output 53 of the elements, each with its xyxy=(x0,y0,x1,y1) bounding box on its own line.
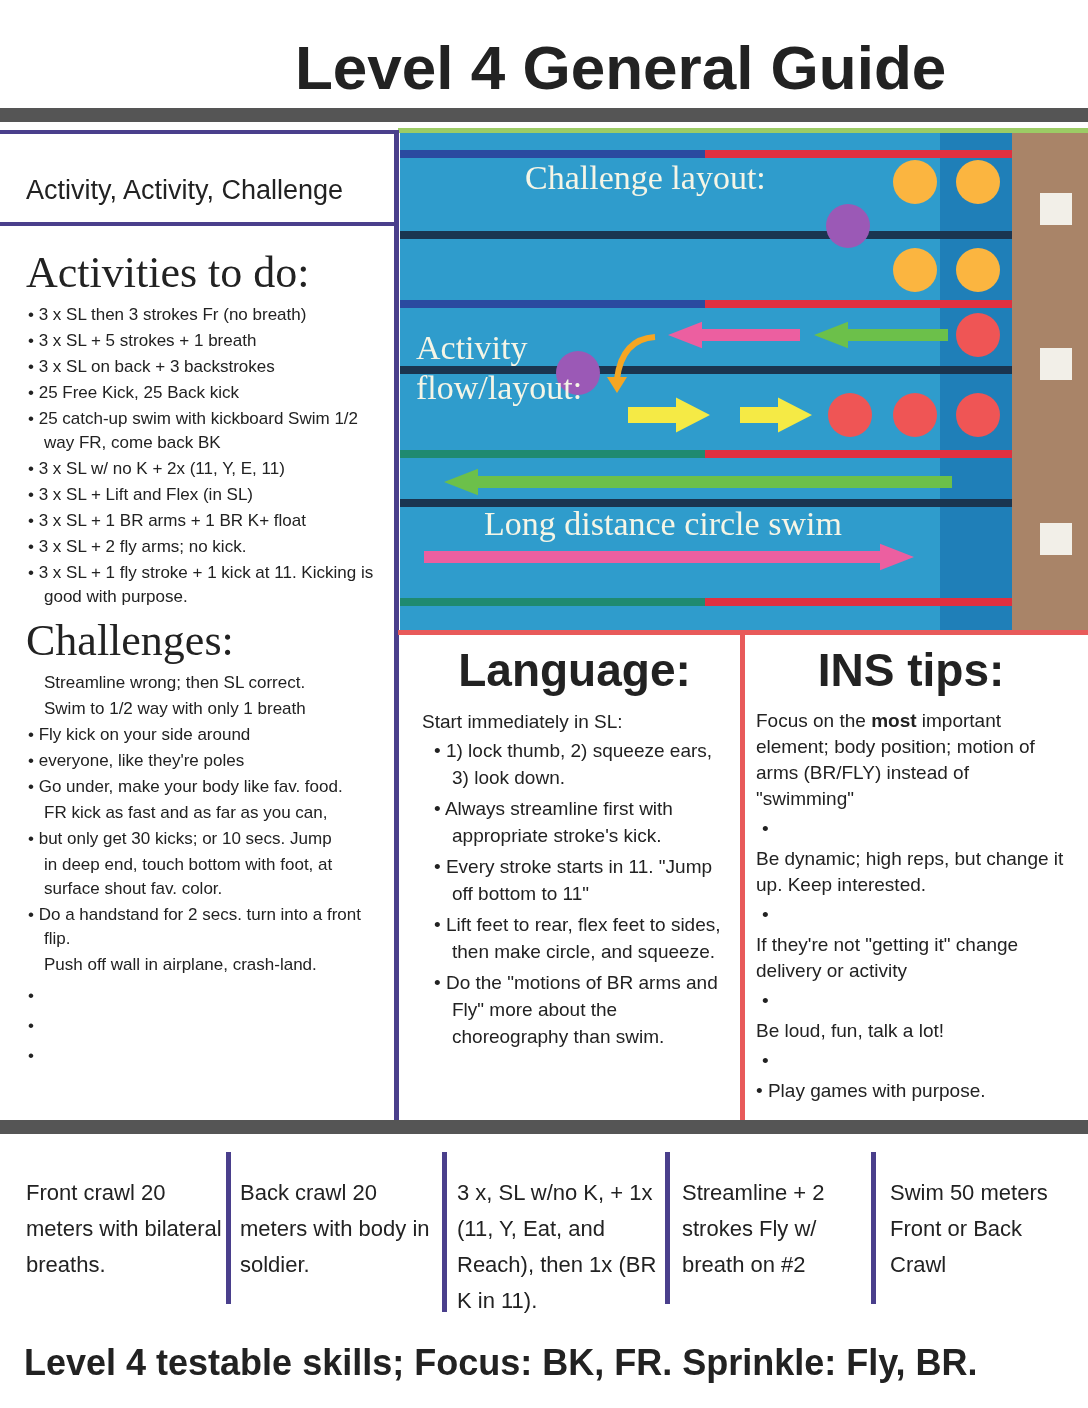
tip-text: If they're not "getting it" change delivery or activity xyxy=(756,933,1020,983)
subtitle: Activity, Activity, Challenge xyxy=(26,174,345,207)
bullet-mark: • xyxy=(762,817,769,841)
tip-text: Be dynamic; high reps, but change it up. Keep interested. xyxy=(756,847,1065,897)
list-item: Swim to 1/2 way with only 1 breath xyxy=(43,698,307,720)
list-item: • 25 catch-up swim with kickboard Swim 1/2 way FR, come back BK xyxy=(27,408,359,454)
skill-text: Front crawl 20 meters with bilateral breaths. xyxy=(26,1179,222,1279)
list-item: • Lift feet to rear, flex feet to sides, then make circle, and squeeze. xyxy=(433,913,722,964)
footer-heading: Level 4 testable skills; Focus: BK, FR. Sprinkle: Fly, BR. xyxy=(24,1341,978,1385)
list-item: • 3 x SL + 1 BR arms + 1 BR K+ float xyxy=(27,510,307,532)
section-heading: Activities to do: xyxy=(26,248,311,298)
bullet-mark: • xyxy=(762,903,769,927)
pool-label: Long distance circle swim xyxy=(484,504,842,544)
list-item: • 3 x SL + 2 fly arms; no kick. xyxy=(27,536,248,558)
list-item: • 3 x SL + Lift and Flex (in SL) xyxy=(27,484,254,506)
bullet-mark: • xyxy=(762,989,769,1013)
section-heading: Challenges: xyxy=(26,616,235,666)
bullet-mark: • xyxy=(762,1049,769,1073)
list-item: • 3 x SL then 3 strokes Fr (no breath) xyxy=(27,304,308,326)
tip-text: Focus on the most important element; body position; motion of arms (BR/FLY) instead of "swimming" xyxy=(756,709,1036,811)
pool-label: Challenge layout: xyxy=(525,158,766,198)
bullet-mark: • xyxy=(28,1045,34,1067)
list-item: • 25 Free Kick, 25 Back kick xyxy=(27,382,240,404)
list-item: • Fly kick on your side around xyxy=(27,724,252,746)
list-item: • Every stroke starts in 11. "Jump off bottom to 11" xyxy=(433,855,714,906)
list-item: • 3 x SL + 1 fly stroke + 1 kick at 11. Kicking is good with purpose. xyxy=(27,562,375,608)
bullet-mark: • xyxy=(28,1015,34,1037)
list-item: in deep end, touch bottom with foot, at surface shout fav. color. xyxy=(43,854,334,900)
pool-label: Activity flow/layout: xyxy=(416,328,584,408)
list-item: • 3 x SL + 5 strokes + 1 breath xyxy=(27,330,258,352)
list-item: • 3 x SL w/ no K + 2x (11, Y, E, 11) xyxy=(27,458,286,480)
list-item: • Go under, make your body like fav. food. xyxy=(27,776,344,798)
skill-text: Streamline + 2 strokes Fly w/ breath on #2 xyxy=(682,1179,826,1279)
bullet-mark: • xyxy=(28,985,34,1007)
skill-text: Back crawl 20 meters with body in soldier. xyxy=(240,1179,431,1279)
list-item: • 3 x SL on back + 3 backstrokes xyxy=(27,356,276,378)
tip-text: Be loud, fun, talk a lot! xyxy=(756,1019,945,1043)
title: Level 4 General Guide xyxy=(295,32,947,104)
skill-text: 3 x, SL w/no K, + 1x (11, Y, Eat, and Reach), then 1x (BR K in 11). xyxy=(457,1179,658,1315)
list-item: • everyone, like they're poles xyxy=(27,750,246,772)
list-item: • 1) lock thumb, 2) squeeze ears, 3) look down. xyxy=(433,739,714,790)
bullet-mark: • Play games with purpose. xyxy=(756,1079,987,1103)
section-heading: Language: xyxy=(457,643,692,698)
list-item: • Do a handstand for 2 secs. turn into a front flip. xyxy=(27,904,362,950)
list-item: • Do the "motions of BR arms and Fly" more about the choreography than swim. xyxy=(433,971,719,1049)
list-item: • Always streamline first with appropriate stroke's kick. xyxy=(433,797,674,848)
text: Start immediately in SL: xyxy=(422,710,624,734)
list-item: Push off wall in airplane, crash-land. xyxy=(43,954,318,976)
skill-text: Swim 50 meters Front or Back Crawl xyxy=(890,1179,1049,1279)
section-heading: INS tips: xyxy=(816,643,1006,698)
list-item: FR kick as fast and as far as you can, xyxy=(43,802,329,824)
list-item: Streamline wrong; then SL correct. xyxy=(43,672,307,694)
list-item: • but only get 30 kicks; or 10 secs. Jump xyxy=(27,828,333,850)
